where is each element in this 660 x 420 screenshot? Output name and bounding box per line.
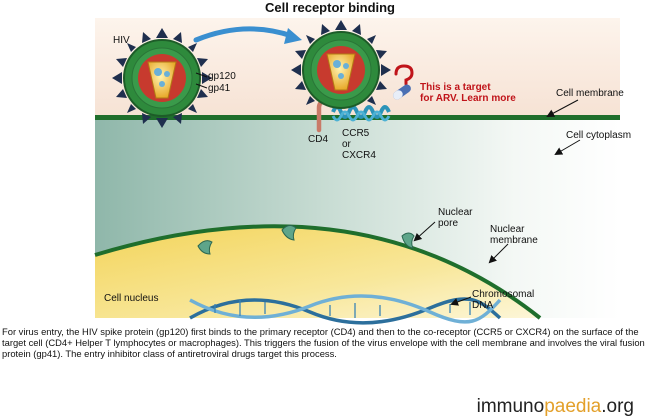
chromosomal-dna-arrow [450, 296, 472, 306]
ccr5-label: CCR5 [342, 128, 370, 139]
arv-target-icon [393, 64, 414, 100]
ccr5-coreceptor [331, 105, 391, 122]
gp41-label: gp41 [208, 83, 231, 94]
chromosomal-dna-label-line2: DNA [472, 300, 494, 311]
cell-cytoplasm-label: Cell cytoplasm [566, 130, 632, 141]
motion-arrow [193, 26, 295, 43]
chromosomal-dna-label-line1: Chromosomal [472, 289, 535, 300]
immunopaedia-logo[interactable]: immunopaedia.org [477, 396, 634, 418]
arv-target-link-line1[interactable]: This is a target [420, 82, 491, 93]
or-label: or [342, 139, 351, 150]
hiv-label: HIV [113, 35, 130, 46]
caption-text: For virus entry, the HIV spike protein (… [2, 326, 645, 359]
nuclear-pore-label-line1: Nuclear [438, 207, 473, 218]
cell-cytoplasm-arrow [554, 139, 581, 156]
nuclear-pore-center [281, 224, 297, 241]
diagram-canvas [94, 18, 620, 325]
cell-nucleus-label: Cell nucleus [104, 293, 159, 304]
nuclear-pore-left [197, 240, 213, 255]
logo-part-org: .org [601, 396, 634, 417]
logo-part-immuno: immuno [476, 396, 545, 417]
arv-target-link-line2[interactable]: for ARV. Learn more [420, 93, 516, 104]
logo-part-paedia: paedia [544, 396, 602, 417]
chromosomal-dna [189, 294, 502, 325]
cell-membrane-arrow [546, 99, 579, 117]
gp41-leader [195, 83, 208, 89]
nuclear-membrane-label-line1: Nuclear [490, 224, 525, 235]
nuclear-pore-label-line2: pore [438, 218, 459, 229]
nuclear-membrane-label-line2: membrane [490, 235, 538, 246]
cxcr4-label: CXCR4 [342, 150, 376, 161]
gp120-label: gp120 [208, 71, 236, 82]
motion-arrow-head [284, 28, 302, 44]
hiv-virion-bound [291, 20, 391, 109]
cd4-label: CD4 [308, 134, 329, 145]
nuclear-pore-right [401, 232, 415, 249]
nuclear-membrane-arrow [488, 243, 509, 264]
hiv-virion-free [112, 28, 212, 128]
nuclear-membrane-line [94, 224, 542, 320]
nuclear-pore-arrow [413, 221, 436, 242]
gp120-leader [195, 72, 208, 78]
cell-membrane-label: Cell membrane [556, 88, 624, 99]
diagram-title: Cell receptor binding [264, 0, 395, 15]
